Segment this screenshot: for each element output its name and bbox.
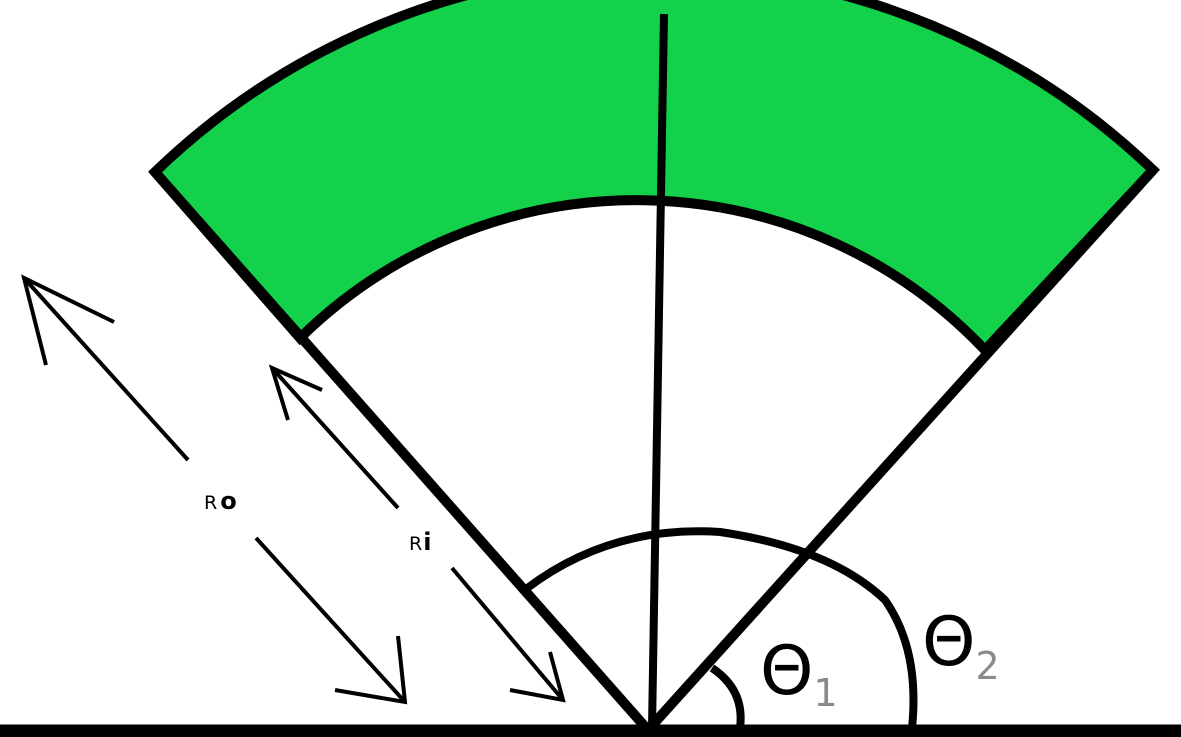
- ri-label-r: R: [409, 533, 422, 555]
- right-radial-line: [644, 166, 1157, 734]
- annular-sector-ring: [148, 0, 1161, 358]
- theta2-subscript: 2: [976, 644, 1000, 688]
- theta1-subscript: 1: [814, 671, 838, 715]
- ri-label: Ri: [409, 528, 431, 556]
- theta2-angle-arc: [523, 527, 918, 729]
- ri-label-i: i: [423, 528, 431, 556]
- theta1-angle-arc: [709, 664, 745, 729]
- ro-dimension-arrow: [21, 274, 408, 705]
- theta2-symbol: Θ: [922, 603, 976, 682]
- ri-dimension-arrow: [268, 364, 566, 703]
- left-radial-line: [151, 168, 652, 734]
- theta1-symbol: Θ: [760, 632, 814, 711]
- theta1-label: Θ1: [760, 632, 838, 715]
- theta2-label: Θ2: [922, 603, 1000, 688]
- center-radial-line: [648, 13, 668, 729]
- ro-label-o: o: [220, 487, 237, 515]
- ro-label-r: R: [204, 492, 217, 514]
